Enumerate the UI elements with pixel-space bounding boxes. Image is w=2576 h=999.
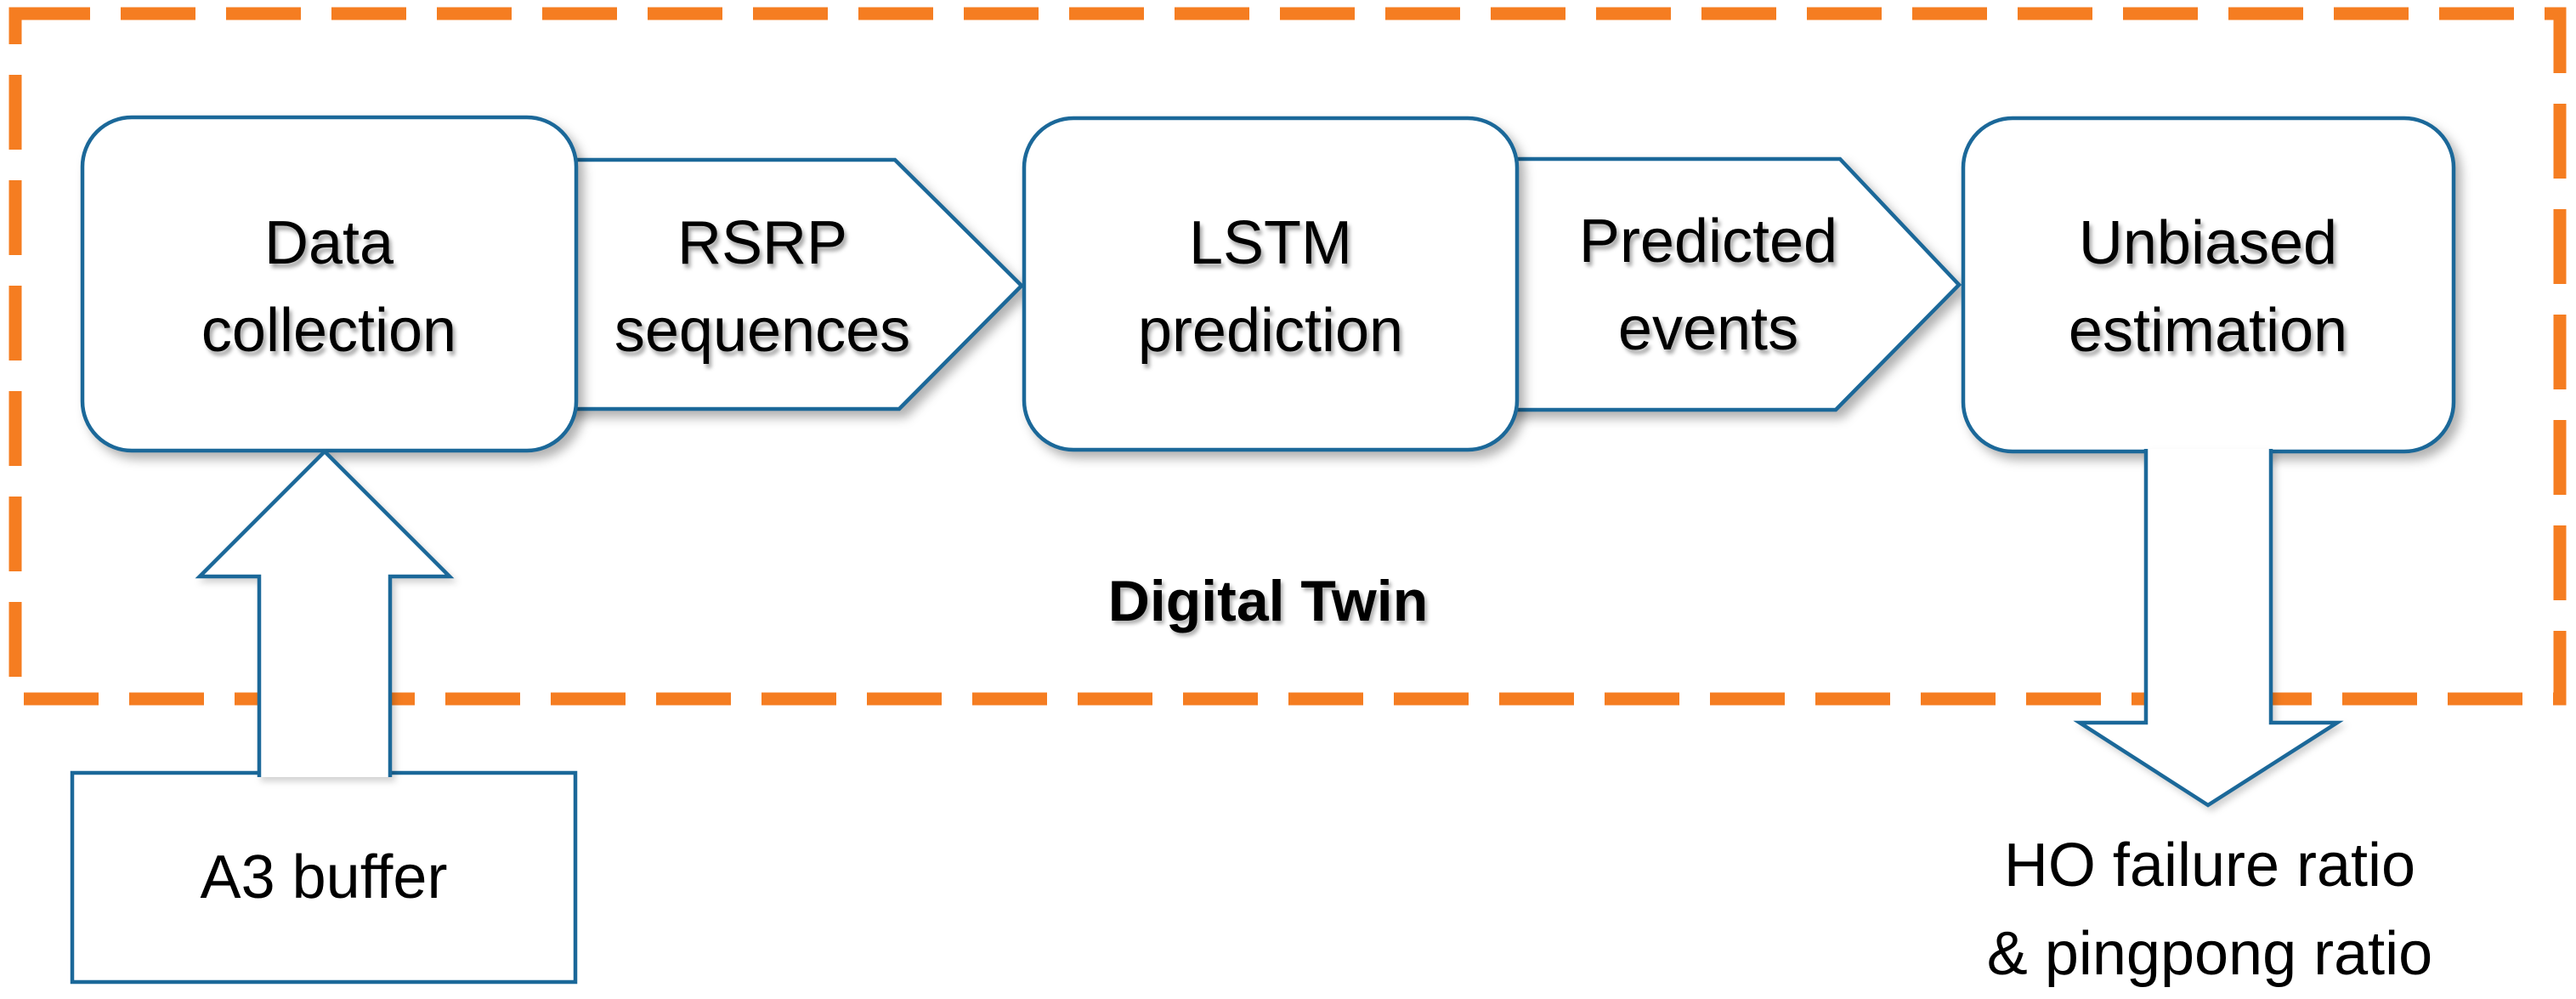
- data-collection-label-line1: Data: [263, 209, 394, 277]
- a3-buffer-label: A3 buffer: [200, 843, 448, 911]
- rsrp-sequences-label-line1: RSRP: [677, 209, 848, 277]
- up-block-arrow: [195, 448, 455, 777]
- predicted-events-label-line2: events: [1617, 295, 1799, 363]
- predicted-events-label: Predicted events: [1579, 198, 1837, 373]
- unbiased-estimation-label-line2: estimation: [2068, 297, 2348, 365]
- output-metrics-line1: HO failure ratio: [2003, 832, 2416, 900]
- lstm-prediction-label: LSTM prediction: [1138, 200, 1403, 375]
- rsrp-sequences-label: RSRP sequences: [614, 200, 910, 375]
- data-collection-box: [80, 115, 579, 453]
- unbiased-estimation-label-line1: Unbiased: [2078, 209, 2338, 277]
- output-metrics-label: HO failure ratio & pingpong ratio: [1987, 821, 2432, 998]
- predicted-events-label-line1: Predicted: [1578, 207, 1838, 275]
- digital-twin-dashed-boundary: [8, 7, 2567, 706]
- lstm-prediction-box: [1022, 116, 1520, 452]
- lstm-prediction-label-line2: prediction: [1137, 297, 1404, 365]
- lstm-prediction-label-line1: LSTM: [1188, 209, 1353, 277]
- digital-twin-title: Digital Twin: [1107, 569, 1429, 633]
- down-block-arrow: [2073, 449, 2344, 808]
- data-collection-label: Data collection: [201, 200, 456, 375]
- data-collection-label-line2: collection: [201, 297, 457, 365]
- a3-buffer-box: [70, 770, 578, 985]
- unbiased-estimation-label: Unbiased estimation: [2069, 200, 2347, 375]
- rsrp-sequences-label-line2: sequences: [614, 297, 911, 365]
- output-metrics-line2: & pingpong ratio: [1986, 920, 2433, 988]
